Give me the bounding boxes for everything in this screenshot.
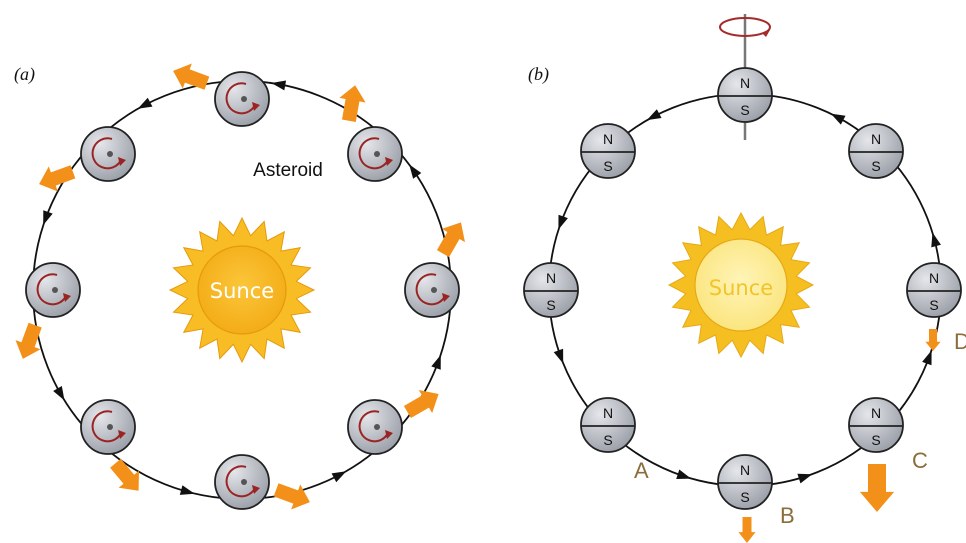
point-label-b: B <box>780 503 795 528</box>
pole-south-label: S <box>871 432 880 448</box>
sun-icon <box>168 216 316 364</box>
orbit-direction-arrow <box>922 350 932 366</box>
asteroid-icon <box>25 262 81 318</box>
orbit-direction-arrow <box>553 348 564 364</box>
panel-a-label: (a) <box>14 64 35 85</box>
pole-north-label: N <box>929 270 939 286</box>
pole-south-label: S <box>603 158 612 174</box>
orange-arrow-icon <box>738 517 756 543</box>
sun-label-b: Sunce <box>709 276 773 300</box>
asteroid-icon: NS <box>848 397 904 453</box>
pole-south-label: S <box>603 432 612 448</box>
pole-south-label: S <box>546 297 555 313</box>
asteroid-icon <box>80 399 136 455</box>
panel-b-label: (b) <box>528 64 549 85</box>
pole-south-label: S <box>740 489 749 505</box>
orbit-direction-arrow <box>53 385 65 401</box>
pole-south-label: S <box>929 297 938 313</box>
orbit-direction-arrow <box>43 210 53 226</box>
orbit-direction-arrow <box>830 113 846 125</box>
orange-arrow-icon <box>403 390 439 419</box>
asteroid-icon: NS <box>906 262 962 318</box>
panel-a: (a) Sunce Asteroid <box>14 63 465 510</box>
orbit-direction-arrow <box>179 485 195 495</box>
orbit-direction-arrow <box>558 214 568 230</box>
pole-north-label: N <box>603 131 613 147</box>
asteroid-icon: NS <box>580 123 636 179</box>
rotation-arrow-icon <box>91 410 126 443</box>
asteroid-icon: NS <box>717 67 773 123</box>
pole-south-label: S <box>740 102 749 118</box>
rotation-arrow-icon <box>358 410 393 443</box>
orange-arrow-icon <box>173 63 210 90</box>
orange-arrow-icon <box>39 165 76 192</box>
asteroid-label: Asteroid <box>253 160 323 181</box>
pole-north-label: N <box>740 462 750 478</box>
point-label-c: C <box>912 448 928 473</box>
rotation-arrow-icon <box>415 273 450 306</box>
orbit-direction-arrow <box>646 109 662 121</box>
rotation-arrow-icon <box>36 273 71 306</box>
asteroid-icon <box>404 262 460 318</box>
orbit-direction-arrow <box>931 232 941 248</box>
pole-north-label: N <box>546 270 556 286</box>
pole-north-label: N <box>603 405 613 421</box>
sun-icon <box>667 211 815 359</box>
asteroid-icon: NS <box>717 454 773 510</box>
pole-south-label: S <box>871 158 880 174</box>
asteroids-a <box>15 63 465 510</box>
rotation-arrow-icon <box>225 82 260 115</box>
asteroid-icon <box>347 126 403 182</box>
asteroid-icon: NS <box>580 397 636 453</box>
rotation-arrow-icon <box>225 465 260 498</box>
asteroid-icon: NS <box>523 262 579 318</box>
orange-arrow-icon <box>339 85 366 122</box>
orbit-a-direction-arrows <box>43 80 441 495</box>
orbit-direction-arrow <box>137 97 153 109</box>
orange-arrow-icon <box>110 458 140 491</box>
pole-north-label: N <box>740 75 750 91</box>
orange-arrow-icon <box>273 483 310 510</box>
orbit-direction-arrow <box>676 469 692 479</box>
rotation-arrow-icon <box>91 137 126 170</box>
pole-north-label: N <box>871 405 881 421</box>
rotation-arrow-icon <box>358 137 393 170</box>
pole-north-label: N <box>871 131 881 147</box>
orbit-b-direction-arrows <box>553 109 941 484</box>
orange-arrow-icon <box>859 464 895 512</box>
orbit-direction-arrow <box>797 473 813 484</box>
orbit-direction-arrow <box>409 164 422 179</box>
orange-arrow-icon <box>15 322 42 359</box>
sun-label-a: Sunce <box>210 279 274 303</box>
asteroid-icon <box>214 71 270 127</box>
orbit-direction-arrow <box>271 80 287 91</box>
orange-arrow-icon <box>436 222 465 258</box>
asteroid-icon <box>80 126 136 182</box>
asteroid-icon: NS <box>848 123 904 179</box>
orange-arrow-icon <box>925 329 941 351</box>
point-label-a: A <box>634 458 649 483</box>
asteroid-icon <box>214 454 270 510</box>
orbit-direction-arrow <box>331 471 347 483</box>
orbit-direction-arrow <box>431 354 441 370</box>
asteroid-icon <box>347 399 403 455</box>
point-label-d: D <box>954 329 966 354</box>
